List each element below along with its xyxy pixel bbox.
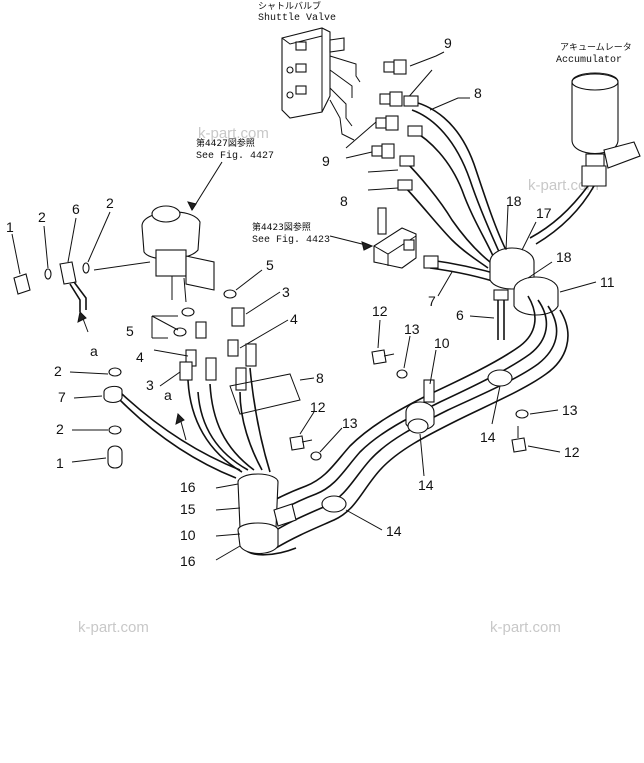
callout-18: 18 [506,193,522,209]
callout-18: 18 [556,249,572,265]
callout-13: 13 [562,402,578,418]
callout-9: 9 [444,35,452,51]
shuttle-valve-label-en: Shuttle Valve [258,12,336,24]
callout-5: 5 [266,257,274,273]
tube-clamp-upper [489,247,559,316]
callout-11: 11 [600,274,615,290]
o-ring-2 [44,262,122,435]
shuttle-valve-label-jp: シャトルバルブ [258,0,321,12]
elbow-fitting-9 [371,59,407,159]
washer-13 [310,369,529,461]
callout-8: 8 [474,85,482,101]
callout-17: 17 [536,205,552,221]
callout-14: 14 [418,477,434,493]
hose-bundle-center [187,343,271,473]
callout-2: 2 [56,421,64,437]
callout-13: 13 [404,321,420,337]
fig4427-label-jp: 第4427図参照 [196,137,255,149]
fitting-plug-1 [13,273,123,469]
elbow-3 [179,307,245,381]
fig4427-label-en: See Fig. 4427 [196,150,274,162]
fig4423-label-jp: 第4423図参照 [252,221,311,233]
callout-14: 14 [480,429,496,445]
callout-8: 8 [340,193,348,209]
watermark: k-part.com [490,619,561,636]
callout-8: 8 [316,370,324,386]
callout-5: 5 [126,323,134,339]
callout-12: 12 [372,303,388,319]
callout-9: 9 [322,153,330,169]
watermark: k-part.com [528,177,599,194]
callout-7: 7 [58,389,66,405]
callout-1: 1 [56,455,64,471]
elbow-6 [59,261,87,312]
callout-16: 16 [180,553,196,569]
callout-10: 10 [434,335,450,351]
callout-12: 12 [310,399,326,415]
callout-10: 10 [180,527,196,543]
accumulator [571,72,641,187]
callout-6: 6 [72,201,80,217]
callout-3: 3 [146,377,154,393]
callout-12: 12 [564,444,580,460]
valve-block [373,207,417,269]
hose-bundle-8 [397,95,507,269]
callout-3: 3 [282,284,290,300]
callout-7: 7 [428,293,436,309]
fig4423-label-en: See Fig. 4423 [252,234,330,246]
callout-4: 4 [136,349,144,365]
callout-6: 6 [456,307,464,323]
bolt-12 [289,349,527,453]
ref-a-lower: a [164,387,172,403]
hose-7 [103,385,241,479]
callout-1: 1 [6,219,14,235]
hose-collar [237,473,297,555]
callout-14: 14 [386,523,402,539]
ref-a-upper: a [90,343,98,359]
callout-15: 15 [180,501,196,517]
shuttle-valve [281,27,361,141]
callout-4: 4 [290,311,298,327]
accumulator-label-jp: アキュームレータ [560,42,632,53]
callout-2: 2 [54,363,62,379]
tube-clamp-14 [321,369,513,513]
watermark: k-part.com [198,125,269,142]
watermark: k-part.com [78,619,149,636]
accumulator-label-en: Accumulator [556,54,622,66]
callout-13: 13 [342,415,358,431]
swivel-joint [141,205,215,303]
callout-2: 2 [106,195,114,211]
callout-2: 2 [38,209,46,225]
callout-16: 16 [180,479,196,495]
